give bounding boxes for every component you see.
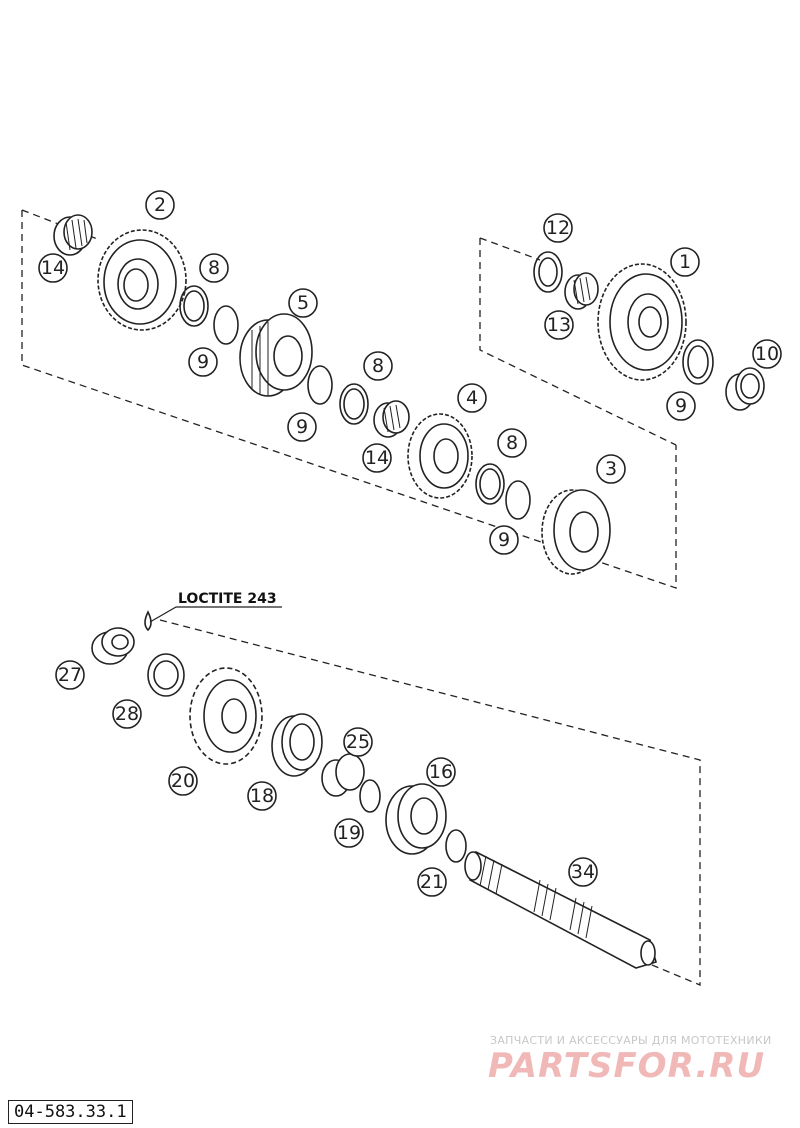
gear-1 <box>597 263 687 381</box>
svg-text:8: 8 <box>372 355 384 377</box>
callout-4: 4 <box>457 383 487 413</box>
dashed-assembly-outline-lower <box>159 619 701 986</box>
gear-5 <box>239 313 313 397</box>
sprocket-20 <box>189 667 263 765</box>
svg-text:10: 10 <box>755 343 779 365</box>
loctite-label: LOCTITE 243 <box>178 591 277 607</box>
svg-text:9: 9 <box>197 351 209 373</box>
gear-3 <box>541 489 611 575</box>
svg-text:9: 9 <box>675 395 687 417</box>
svg-text:4: 4 <box>466 387 478 409</box>
washer-9 <box>682 339 714 385</box>
svg-text:14: 14 <box>41 257 65 279</box>
svg-text:21: 21 <box>420 871 444 893</box>
loctite-annotation: LOCTITE 243 <box>149 591 282 623</box>
svg-text:25: 25 <box>346 731 370 753</box>
watermark-logo: PARTSFOR.RU <box>488 1046 766 1086</box>
callout-5: 5 <box>288 288 318 318</box>
svg-text:12: 12 <box>546 217 570 239</box>
callout-9: 9 <box>666 391 696 421</box>
callout-8-a: 9 <box>188 347 218 377</box>
callout-12: 10 <box>752 339 782 369</box>
callout-8-c: 9 <box>489 525 519 555</box>
thrust-washer-7a <box>179 285 209 327</box>
circlip-21 <box>445 829 467 863</box>
callout-21: 21 <box>417 867 447 897</box>
circlip-8b <box>307 365 333 405</box>
gear-4 <box>407 413 473 499</box>
svg-text:18: 18 <box>250 785 274 807</box>
callout-7-b: 8 <box>363 351 393 381</box>
loctite-drop-icon <box>144 610 152 632</box>
callout-34: 34 <box>568 857 598 887</box>
svg-text:19: 19 <box>337 822 361 844</box>
svg-text:16: 16 <box>429 761 453 783</box>
countershaft-34 <box>464 850 657 969</box>
needle-bearing-14-top <box>53 214 93 256</box>
washer-10 <box>533 251 563 293</box>
svg-text:3: 3 <box>605 458 617 480</box>
callout-20: 20 <box>168 766 198 796</box>
callout-27: 27 <box>55 660 85 690</box>
bushing-12 <box>725 367 765 411</box>
drawing-number: 04-583.33.1 <box>8 1100 133 1124</box>
svg-text:13: 13 <box>547 314 571 336</box>
callout-14-top: 14 <box>38 253 68 283</box>
ball-bearing-16 <box>385 783 447 855</box>
nut-27 <box>91 627 135 665</box>
thrust-washer-7c <box>475 463 505 505</box>
callout-16: 16 <box>426 757 456 787</box>
svg-text:8: 8 <box>208 257 220 279</box>
svg-text:8: 8 <box>506 432 518 454</box>
o-ring-19 <box>359 779 381 813</box>
callout-7-c: 8 <box>497 428 527 458</box>
callout-10: 12 <box>543 213 573 243</box>
spacer-25 <box>321 753 365 797</box>
callout-28: 28 <box>112 699 142 729</box>
svg-text:2: 2 <box>154 194 166 216</box>
callout-18: 18 <box>247 781 277 811</box>
svg-text:28: 28 <box>115 703 139 725</box>
svg-text:20: 20 <box>171 770 195 792</box>
needle-bearing-13 <box>564 272 599 310</box>
circlip-8c <box>505 480 531 520</box>
callout-25: 25 <box>343 727 373 757</box>
gear-2 <box>97 229 187 331</box>
callout-3: 3 <box>596 454 626 484</box>
svg-text:14: 14 <box>365 447 389 469</box>
callout-2: 2 <box>145 190 175 220</box>
callout-1: 1 <box>670 247 700 277</box>
svg-text:5: 5 <box>297 292 309 314</box>
thrust-washer-7b <box>339 383 369 425</box>
watermark-caption: ЗАПЧАСТИ И АКСЕССУАРЫ ДЛЯ МОТОТЕХНИКИ <box>490 1034 772 1047</box>
callout-7-a: 8 <box>199 253 229 283</box>
svg-text:9: 9 <box>296 416 308 438</box>
callout-13: 13 <box>544 310 574 340</box>
svg-text:1: 1 <box>679 251 691 273</box>
svg-text:9: 9 <box>498 529 510 551</box>
needle-bearing-14-middle <box>373 400 410 438</box>
svg-text:34: 34 <box>571 861 595 883</box>
callout-14-middle: 14 <box>362 443 392 473</box>
callout-8-b: 9 <box>287 412 317 442</box>
lock-washer-28 <box>147 653 185 697</box>
circlip-8a <box>213 305 239 345</box>
svg-text:27: 27 <box>58 664 82 686</box>
shaft-seal-18 <box>271 713 323 777</box>
callout-19: 19 <box>334 818 364 848</box>
